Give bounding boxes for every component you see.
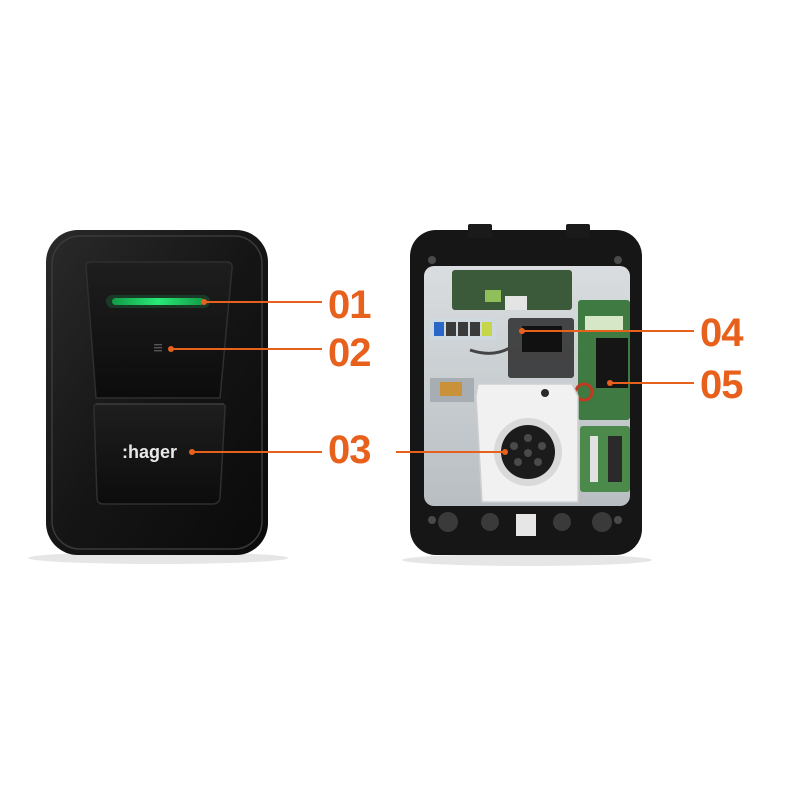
- badge-reader-icon: [154, 344, 162, 352]
- control-board: [574, 300, 630, 420]
- top-board: [452, 270, 572, 310]
- socket-outlet: [475, 383, 579, 503]
- leader-dot-04: [519, 328, 525, 334]
- leader-dot-03r: [502, 449, 508, 455]
- callout-label-01: 01: [328, 283, 371, 327]
- leader-dot-03: [189, 449, 195, 455]
- closed-charger: :hager: [28, 230, 288, 564]
- open-charger: [402, 224, 652, 566]
- callout-label-04: 04: [700, 311, 743, 355]
- callout-label-02: 02: [328, 331, 371, 375]
- leader-dot-05: [607, 380, 613, 386]
- upper-faceplate: [85, 261, 233, 399]
- terminal-block: [430, 318, 496, 340]
- leader-dot-02: [168, 346, 174, 352]
- socket-flap: [93, 403, 226, 505]
- callout-label-05: 05: [700, 363, 743, 407]
- leader-dot-01: [201, 299, 207, 305]
- cable-glands: [438, 512, 612, 536]
- status-led: [112, 298, 204, 305]
- brand-logo: :hager: [122, 442, 177, 462]
- leader-lines: [168, 299, 694, 455]
- callout-label-03: 03: [328, 428, 371, 472]
- wiring-area: [469, 318, 574, 378]
